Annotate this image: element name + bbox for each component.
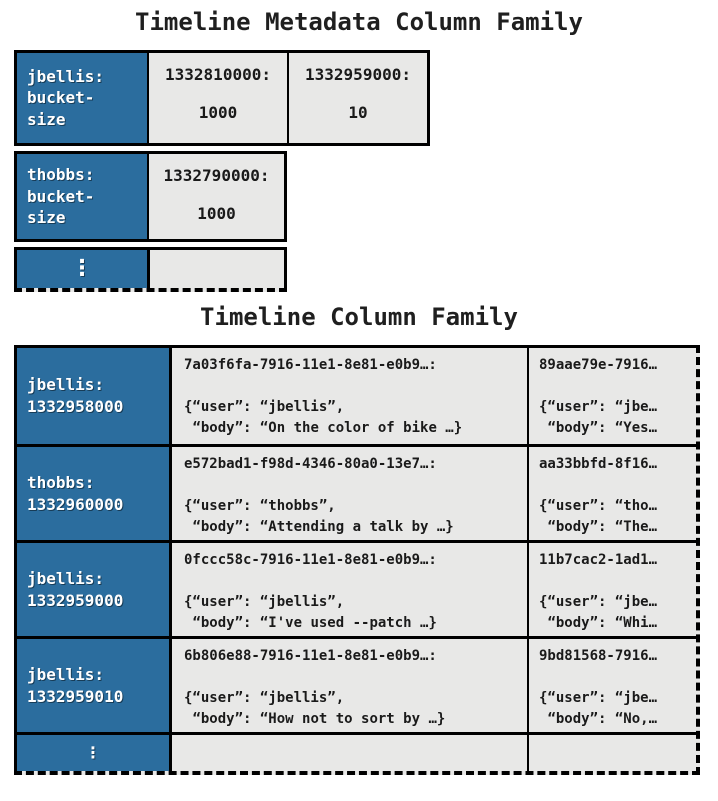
continuation-ellipsis-icon: ⋮ <box>17 735 169 771</box>
metadata-column-cell: 1332959000: 10 <box>287 53 427 143</box>
metadata-column-cell: 1332790000: 1000 <box>147 154 284 239</box>
timeline-column-cell-truncated: 11b7cac2-1ad1… {“user”: “jbe… “body”: “W… <box>527 543 696 636</box>
empty-cell <box>147 250 284 288</box>
timeline-row-continuation: ⋮ <box>17 732 696 771</box>
timeline-row: jbellis: 1332959010 6b806e88-7916-11e1-8… <box>17 636 696 732</box>
metadata-column-cell: 1332810000: 1000 <box>147 53 287 143</box>
timeline-column-cell: 0fccc58c-7916-11e1-8e81-e0b9…: {“user”: … <box>169 543 527 636</box>
metadata-row-jbellis: jbellis: bucket- size 1332810000: 1000 1… <box>14 50 430 146</box>
column-name: 1332790000: <box>163 166 270 185</box>
metadata-row-thobbs: thobbs: bucket- size 1332790000: 1000 <box>14 151 287 242</box>
column-value: 10 <box>348 103 368 122</box>
timeline-table: jbellis: 1332958000 7a03f6fa-7916-11e1-8… <box>14 345 700 775</box>
column-value: 1000 <box>198 103 238 122</box>
timeline-row: jbellis: 1332958000 7a03f6fa-7916-11e1-8… <box>17 348 696 444</box>
timeline-column-cell-truncated: aa33bbfd-8f16… {“user”: “tho… “body”: “T… <box>527 447 696 540</box>
metadata-row-continuation: ⋮ <box>14 247 287 292</box>
row-key-cell: jbellis: 1332959010 <box>17 639 169 732</box>
timeline-column-cell: 7a03f6fa-7916-11e1-8e81-e0b9…: {“user”: … <box>169 348 527 444</box>
timeline-row: thobbs: 1332960000 e572bad1-f98d-4346-80… <box>17 444 696 540</box>
metadata-table-title: Timeline Metadata Column Family <box>135 8 583 36</box>
timeline-column-cell: 6b806e88-7916-11e1-8e81-e0b9…: {“user”: … <box>169 639 527 732</box>
timeline-row: jbellis: 1332959000 0fccc58c-7916-11e1-8… <box>17 540 696 636</box>
row-key-cell: jbellis: 1332959000 <box>17 543 169 636</box>
row-key-cell: jbellis: bucket- size <box>17 53 147 143</box>
empty-cell <box>169 735 527 771</box>
timeline-column-cell-truncated: 89aae79e-7916… {“user”: “jbe… “body”: “Y… <box>527 348 696 444</box>
timeline-column-cell-truncated: 9bd81568-7916… {“user”: “jbe… “body”: “N… <box>527 639 696 732</box>
column-name: 1332959000: <box>305 65 411 84</box>
empty-cell <box>527 735 696 771</box>
row-key-cell: thobbs: 1332960000 <box>17 447 169 540</box>
row-key-cell: thobbs: bucket- size <box>17 154 147 239</box>
column-value: 1000 <box>197 204 236 223</box>
continuation-ellipsis-icon: ⋮ <box>17 250 147 288</box>
timeline-table-title: Timeline Column Family <box>200 303 518 331</box>
timeline-column-cell: e572bad1-f98d-4346-80a0-13e7…: {“user”: … <box>169 447 527 540</box>
row-key-cell: jbellis: 1332958000 <box>17 348 169 444</box>
column-name: 1332810000: <box>165 65 271 84</box>
